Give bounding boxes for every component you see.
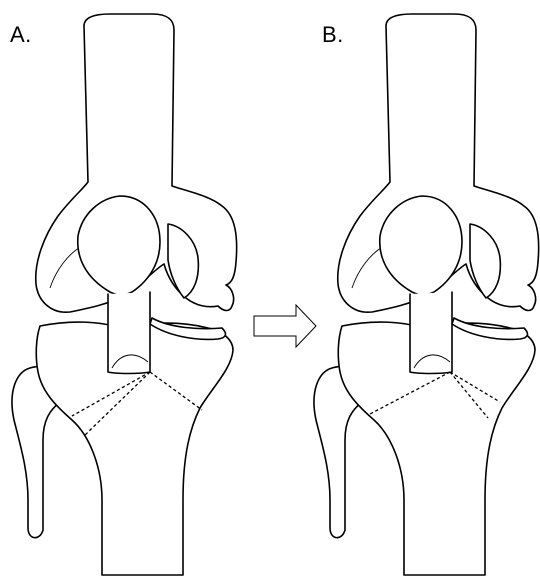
panel-b-label: B.	[322, 22, 344, 48]
right-arrow-icon	[254, 305, 316, 347]
panel-a-label: A.	[10, 22, 32, 48]
knee-a	[12, 14, 237, 575]
knee-b	[314, 14, 539, 575]
